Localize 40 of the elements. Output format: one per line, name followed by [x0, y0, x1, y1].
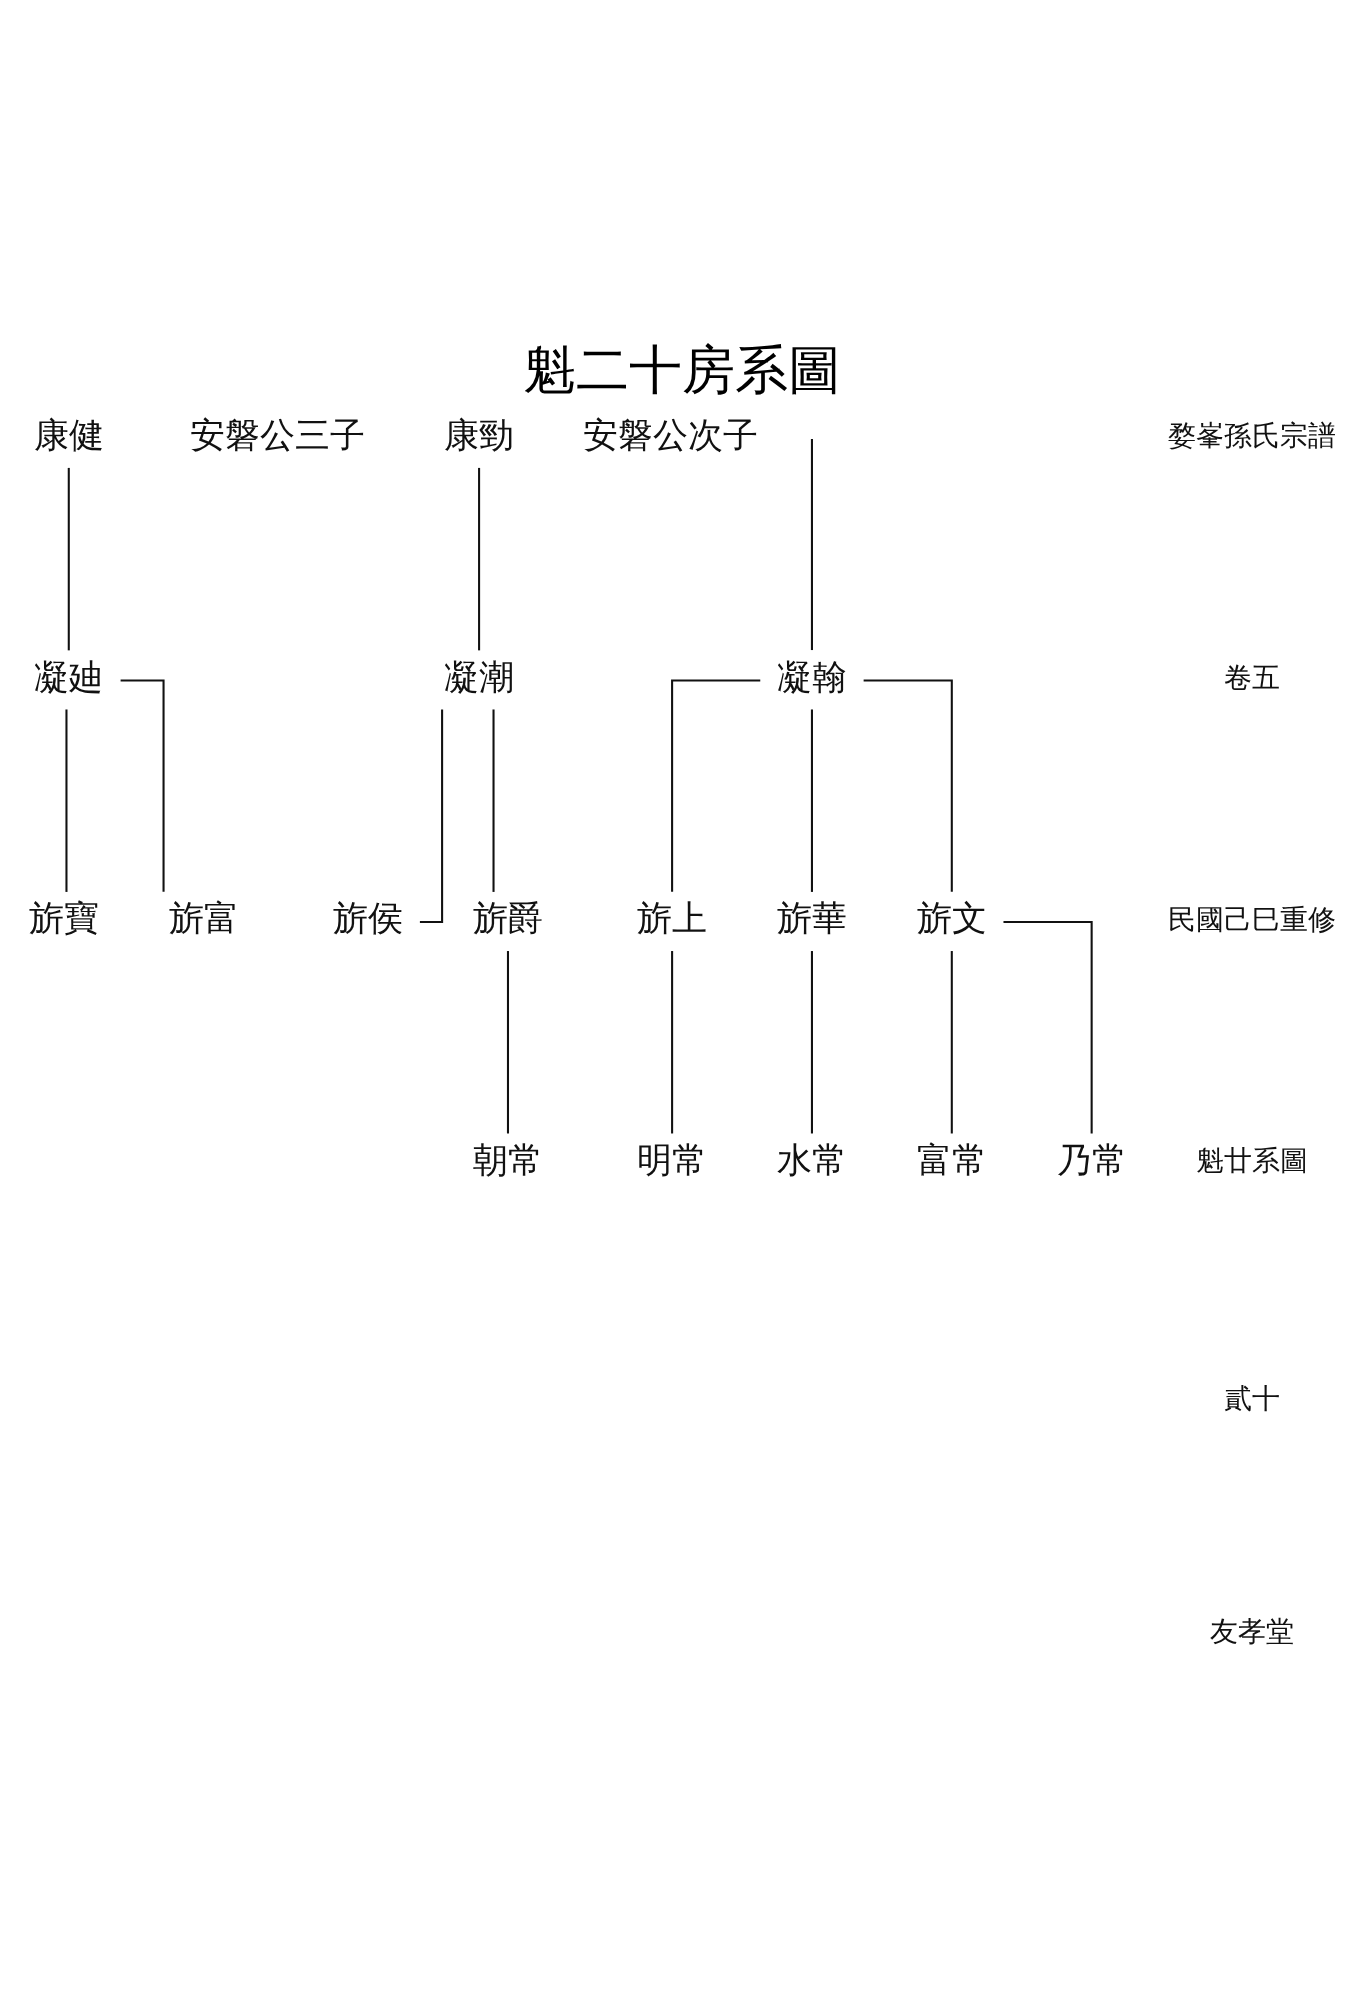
node-text: 旂文	[916, 898, 987, 939]
node-text: 旂侯	[333, 898, 404, 939]
node-text: 旂上	[637, 898, 708, 939]
connector	[120, 679, 165, 892]
node-text: 凝潮	[444, 656, 515, 697]
node-text: 旂富	[169, 898, 239, 939]
node-text: 水常	[776, 1139, 847, 1180]
node-text: 康勁	[444, 414, 515, 455]
node-text: 凝翰	[776, 656, 847, 697]
node-text: 凝廸	[33, 656, 104, 697]
connector	[478, 467, 481, 651]
node-text: 乃常	[1056, 1139, 1127, 1180]
connector	[863, 679, 953, 892]
connector	[65, 709, 68, 892]
label: 民國己巳重修	[1168, 902, 1337, 936]
node-text: 旂寶	[29, 898, 100, 939]
connector	[1003, 920, 1093, 1134]
node-text: 朝常	[472, 1139, 543, 1180]
node-label: 安磐公次子	[583, 414, 759, 455]
connector	[950, 951, 953, 1134]
node-text: 旂華	[776, 898, 847, 939]
connector	[506, 951, 510, 1134]
diagram-title: 魁二十房系圖	[523, 338, 842, 401]
node-text: 富常	[916, 1139, 987, 1180]
connector	[671, 951, 674, 1134]
connector	[671, 679, 761, 892]
label: 卷五	[1224, 661, 1281, 695]
node-text: 明常	[637, 1139, 708, 1180]
connector	[810, 439, 813, 651]
connector	[67, 467, 70, 651]
connector	[492, 709, 495, 892]
node-text: 康健	[33, 414, 104, 455]
label: 魁廿系圖	[1196, 1144, 1309, 1178]
connector	[810, 951, 813, 1134]
node-text: 旂爵	[472, 898, 543, 939]
node-label: 安磐公三子	[190, 414, 366, 455]
label: 貳十	[1224, 1381, 1281, 1415]
connector	[810, 709, 813, 892]
label: 友孝堂	[1210, 1615, 1295, 1649]
label: 婺峯孫氏宗譜	[1168, 419, 1337, 453]
